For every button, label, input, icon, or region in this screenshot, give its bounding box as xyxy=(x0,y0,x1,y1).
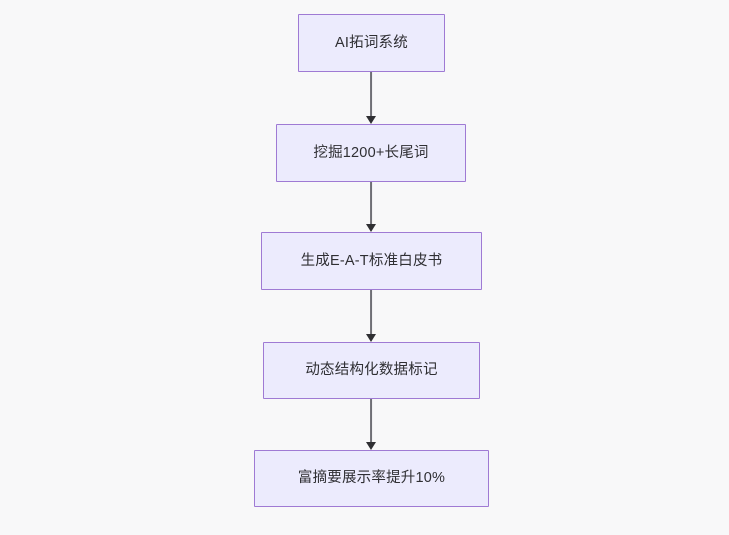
arrowhead-icon xyxy=(366,223,376,232)
flow-node-5[interactable]: 富摘要展示率提升10% xyxy=(254,450,489,507)
flow-node-label: AI拓词系统 xyxy=(335,34,408,51)
flow-node-label: 挖掘1200+长尾词 xyxy=(313,144,429,161)
edge-line xyxy=(370,399,372,443)
edge-line xyxy=(370,72,372,117)
edge-line xyxy=(370,182,372,225)
flow-node-label: 动态结构化数据标记 xyxy=(305,362,438,379)
flow-node-1[interactable]: AI拓词系统 xyxy=(298,14,445,72)
arrowhead-icon xyxy=(366,441,376,450)
flow-node-label: 生成E-A-T标准白皮书 xyxy=(300,252,443,269)
flow-node-3[interactable]: 生成E-A-T标准白皮书 xyxy=(261,232,482,290)
edge-line xyxy=(370,290,372,335)
flow-node-4[interactable]: 动态结构化数据标记 xyxy=(263,342,480,399)
flow-node-label: 富摘要展示率提升10% xyxy=(297,470,446,487)
arrowhead-icon xyxy=(366,115,376,124)
flow-node-2[interactable]: 挖掘1200+长尾词 xyxy=(276,124,466,182)
arrowhead-icon xyxy=(366,333,376,342)
